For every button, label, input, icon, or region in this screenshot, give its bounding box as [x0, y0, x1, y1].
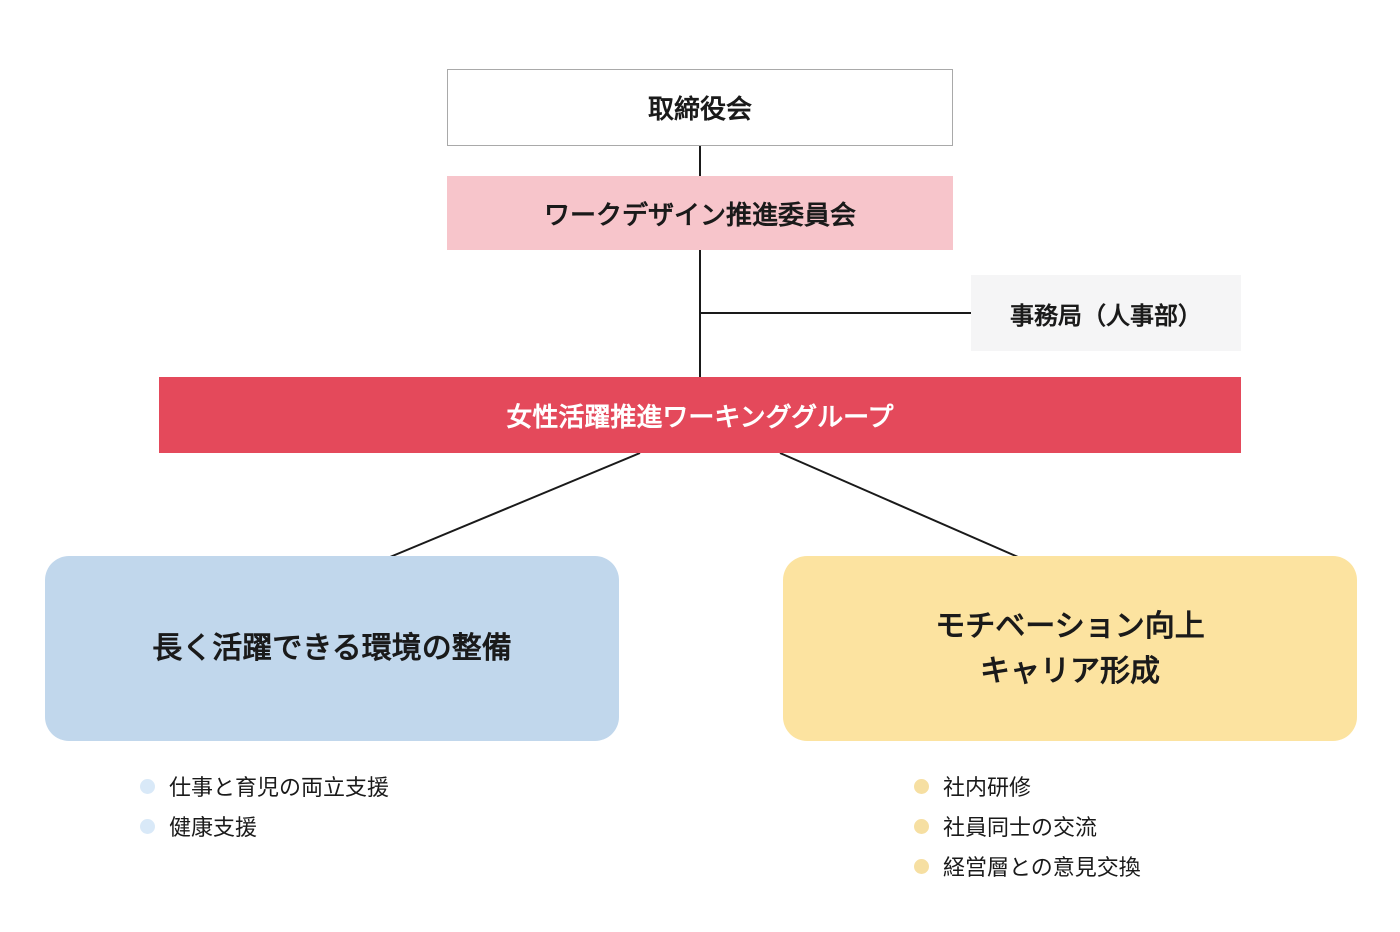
- work-design-committee-box: ワークデザイン推進委員会: [447, 176, 953, 250]
- list-item: 健康支援: [140, 806, 389, 846]
- motivation-item-list: 社内研修 社員同士の交流 経営層との意見交換: [914, 766, 1141, 886]
- board-of-directors-label: 取締役会: [647, 94, 752, 124]
- work-design-committee-label: ワークデザイン推進委員会: [543, 199, 856, 230]
- connector-working-group-motivation: [779, 452, 1019, 558]
- bullet-dot: [914, 858, 929, 874]
- list-item-label: 経営層との意見交換: [943, 855, 1141, 880]
- working-group-box: 女性活躍推進ワーキンググループ: [159, 377, 1241, 453]
- bullet-dot: [914, 778, 929, 794]
- board-of-directors-box: 取締役会: [447, 69, 953, 146]
- list-item-label: 社内研修: [943, 775, 1032, 800]
- bullet-dot: [140, 818, 155, 834]
- environment-item-list: 仕事と育児の両立支援 健康支援: [140, 766, 389, 846]
- list-item: 社内研修: [914, 766, 1141, 806]
- list-item: 経営層との意見交換: [914, 846, 1141, 886]
- connector-working-group-env: [389, 452, 641, 558]
- working-group-label: 女性活躍推進ワーキンググループ: [506, 401, 894, 432]
- list-item-label: 健康支援: [169, 815, 258, 840]
- environment-label: 長く活躍できる環境の整備: [152, 632, 512, 665]
- bullet-dot: [914, 818, 929, 834]
- list-item-label: 仕事と育児の両立支援: [169, 775, 390, 800]
- secretariat-box: 事務局（人事部）: [971, 275, 1241, 351]
- bullet-dot: [140, 778, 155, 794]
- list-item: 社員同士の交流: [914, 806, 1141, 846]
- environment-box: 長く活躍できる環境の整備: [45, 556, 619, 741]
- list-item-label: 社員同士の交流: [943, 815, 1098, 840]
- motivation-box: モチベーション向上 キャリア形成: [783, 556, 1357, 741]
- secretariat-label: 事務局（人事部）: [1010, 302, 1202, 330]
- motivation-label: モチベーション向上 キャリア形成: [935, 609, 1205, 688]
- list-item: 仕事と育児の両立支援: [140, 766, 389, 806]
